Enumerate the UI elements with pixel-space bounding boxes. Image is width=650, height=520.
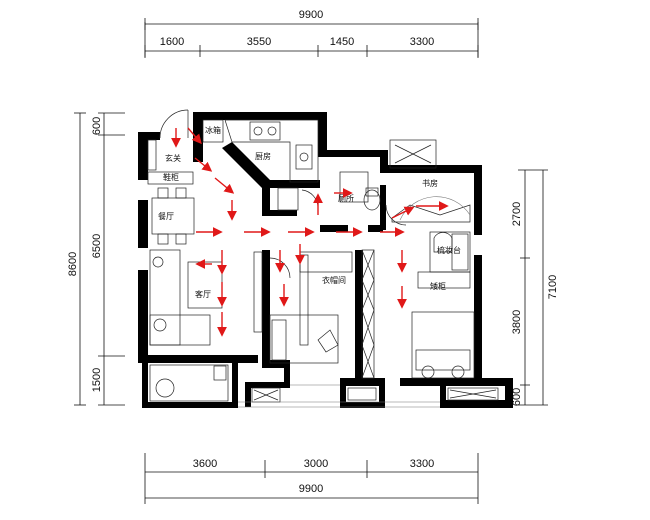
label-bathroom: 厕所 — [338, 193, 354, 203]
bottom-segment-3: 3300 — [410, 458, 434, 470]
top-segment-2: 3550 — [247, 36, 271, 48]
label-living: 客厅 — [195, 289, 211, 299]
walls — [138, 112, 513, 408]
label-vanity: 梳妆台 — [437, 245, 461, 255]
top-dimension-lines — [144, 18, 479, 58]
top-segment-1: 1600 — [160, 36, 184, 48]
label-kitchen: 厨房 — [255, 151, 271, 161]
bottom-segment-2: 3000 — [304, 458, 328, 470]
top-segment-3: 1450 — [330, 36, 354, 48]
label-fridge: 冰箱 — [205, 125, 221, 135]
right-segment-1: 2700 — [511, 202, 523, 226]
right-segment-3: 600 — [511, 388, 523, 406]
right-total-dimension: 7100 — [547, 275, 559, 299]
top-segment-4: 3300 — [410, 36, 434, 48]
circulation-arrows — [171, 127, 449, 337]
left-segment-3: 1500 — [91, 368, 103, 392]
arrow-diag-2 — [214, 177, 235, 194]
label-dining: 餐厅 — [158, 212, 174, 221]
label-wardrobe: 衣帽间 — [322, 275, 346, 285]
left-total-dimension: 8600 — [67, 252, 79, 276]
label-entry: 玄关 — [165, 153, 181, 163]
arrow-diag-1 — [194, 157, 213, 172]
right-segment-2: 3800 — [511, 310, 523, 334]
bottom-segment-1: 3600 — [193, 458, 217, 470]
label-bed-cabinet: 矮柜 — [430, 281, 446, 291]
right-dimension-lines — [518, 169, 548, 406]
label-shoe-cabinet: 鞋柜 — [163, 172, 179, 182]
top-total-dimension: 9900 — [299, 9, 323, 21]
arrow-entry-to-kitchen — [187, 127, 202, 145]
arrow-to-study — [391, 206, 415, 219]
label-study: 书房 — [422, 178, 438, 188]
left-segment-2: 6500 — [91, 234, 103, 258]
bottom-dimension-lines — [144, 453, 479, 504]
left-dimension-lines — [74, 112, 125, 406]
bottom-total-dimension: 9900 — [299, 483, 323, 495]
left-segment-1: 600 — [91, 117, 103, 135]
